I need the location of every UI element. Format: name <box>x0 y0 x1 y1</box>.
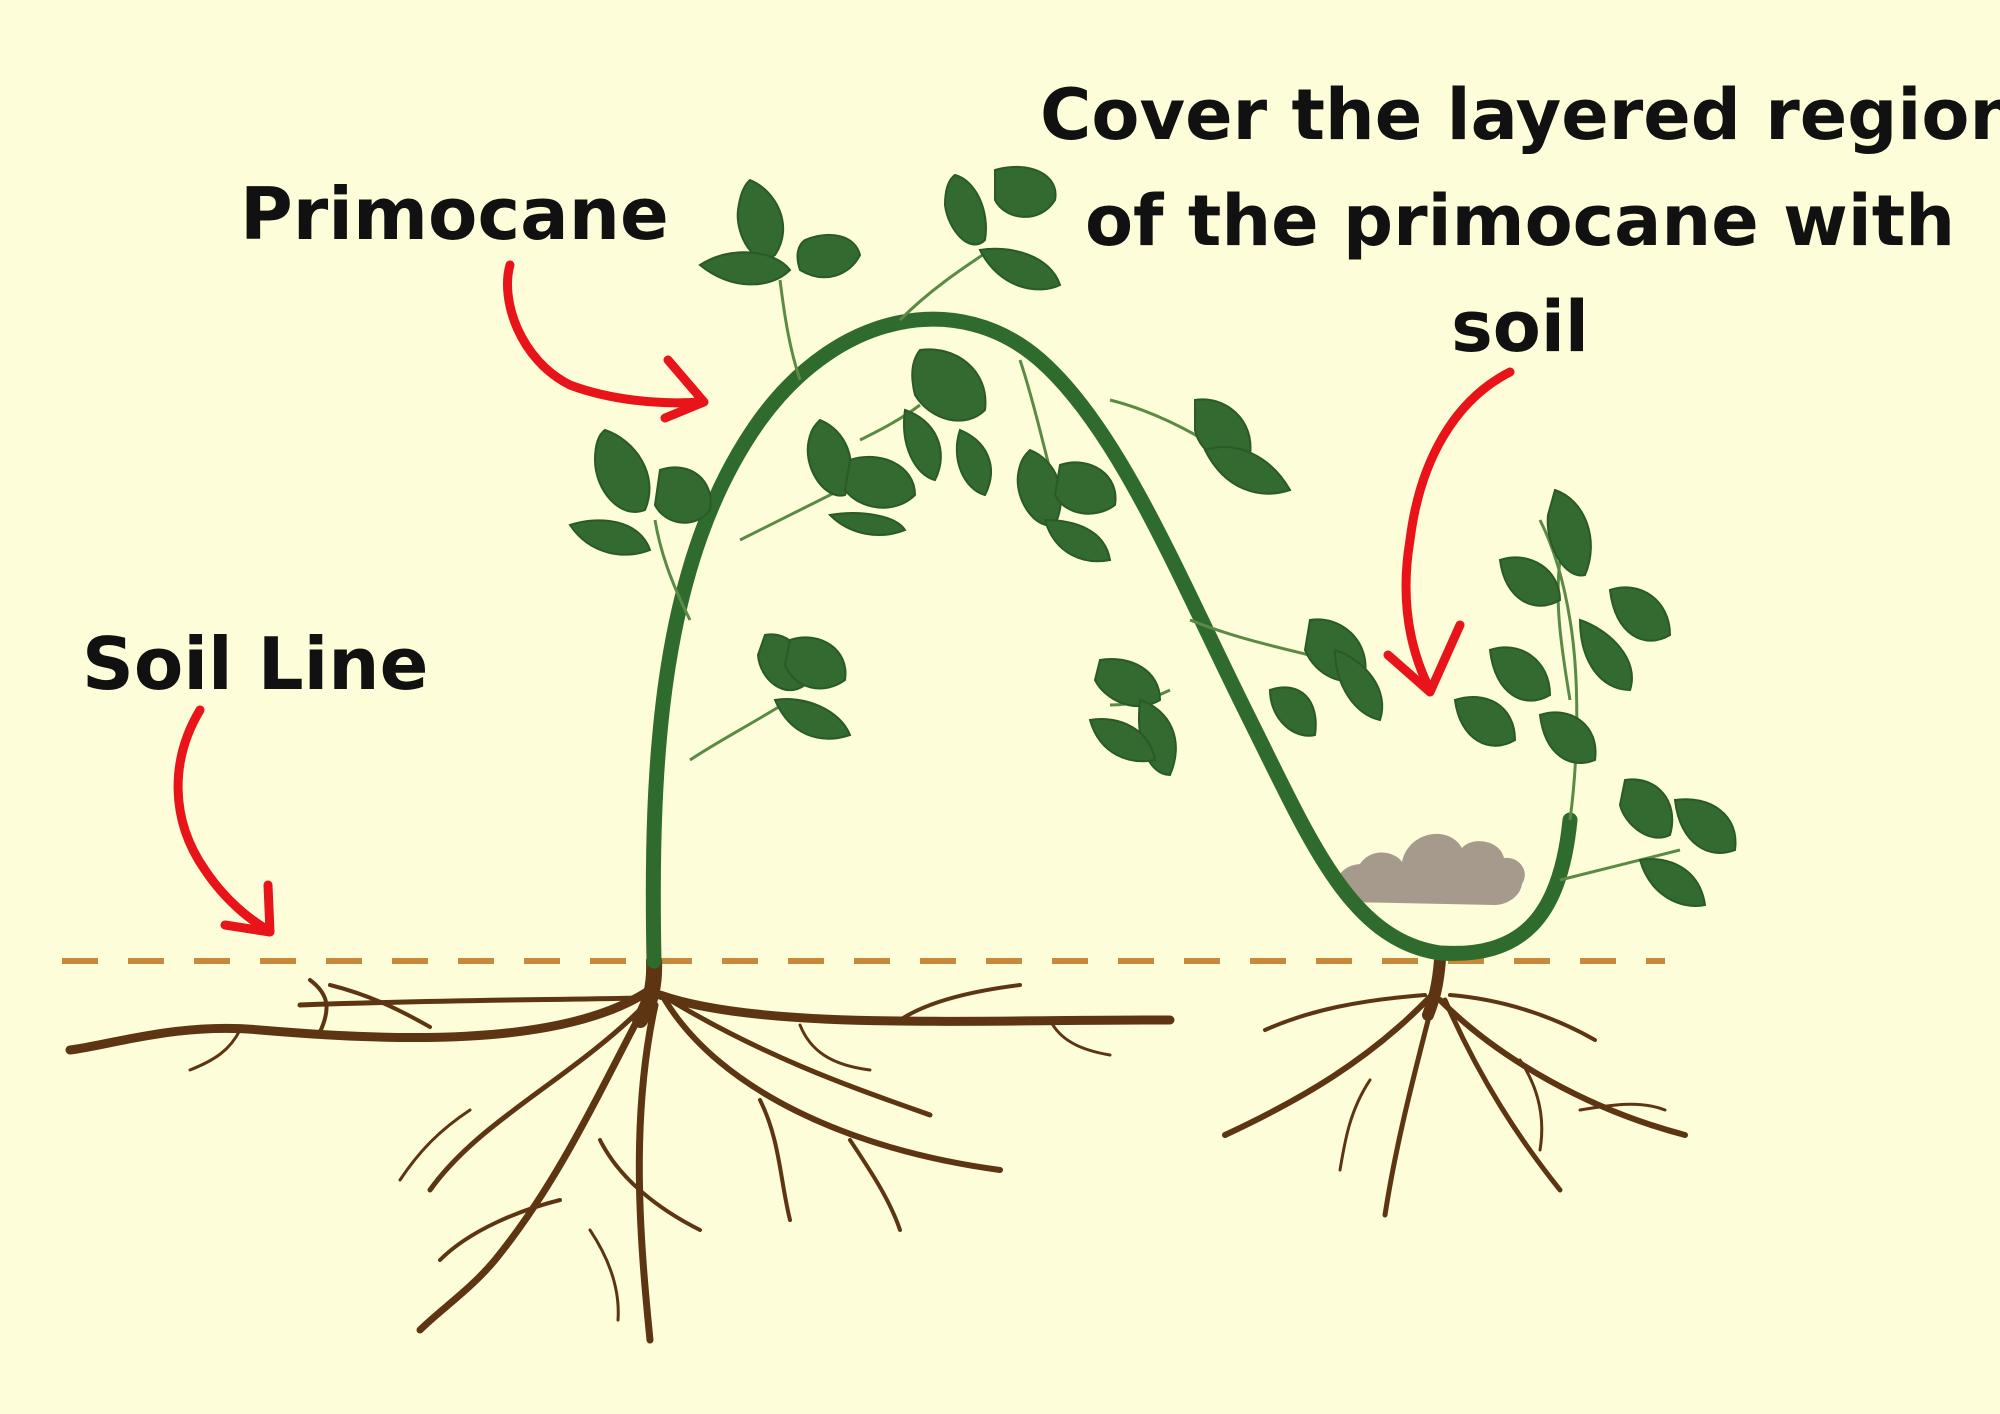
soil-line-label: Soil Line <box>82 622 429 706</box>
cover-soil-arrow <box>1383 367 1515 697</box>
foliage <box>568 165 1737 907</box>
cover-instruction-line-3: soil <box>1451 286 1589 368</box>
soil-line-arrow <box>173 705 275 937</box>
annotation-arrows <box>173 260 1515 937</box>
cover-instruction-line-1: Cover the layered region <box>1040 74 2000 156</box>
cover-instruction-label: Cover the layered region of the primocan… <box>1040 62 2000 380</box>
primocane-arrow <box>503 260 709 423</box>
cover-instruction-line-2: of the primocane with <box>1084 180 1956 262</box>
layered-plant-roots <box>1222 954 1688 1218</box>
soil-mound <box>1336 833 1525 905</box>
parent-plant-roots <box>65 953 1175 1344</box>
primocane-label: Primocane <box>240 172 669 256</box>
